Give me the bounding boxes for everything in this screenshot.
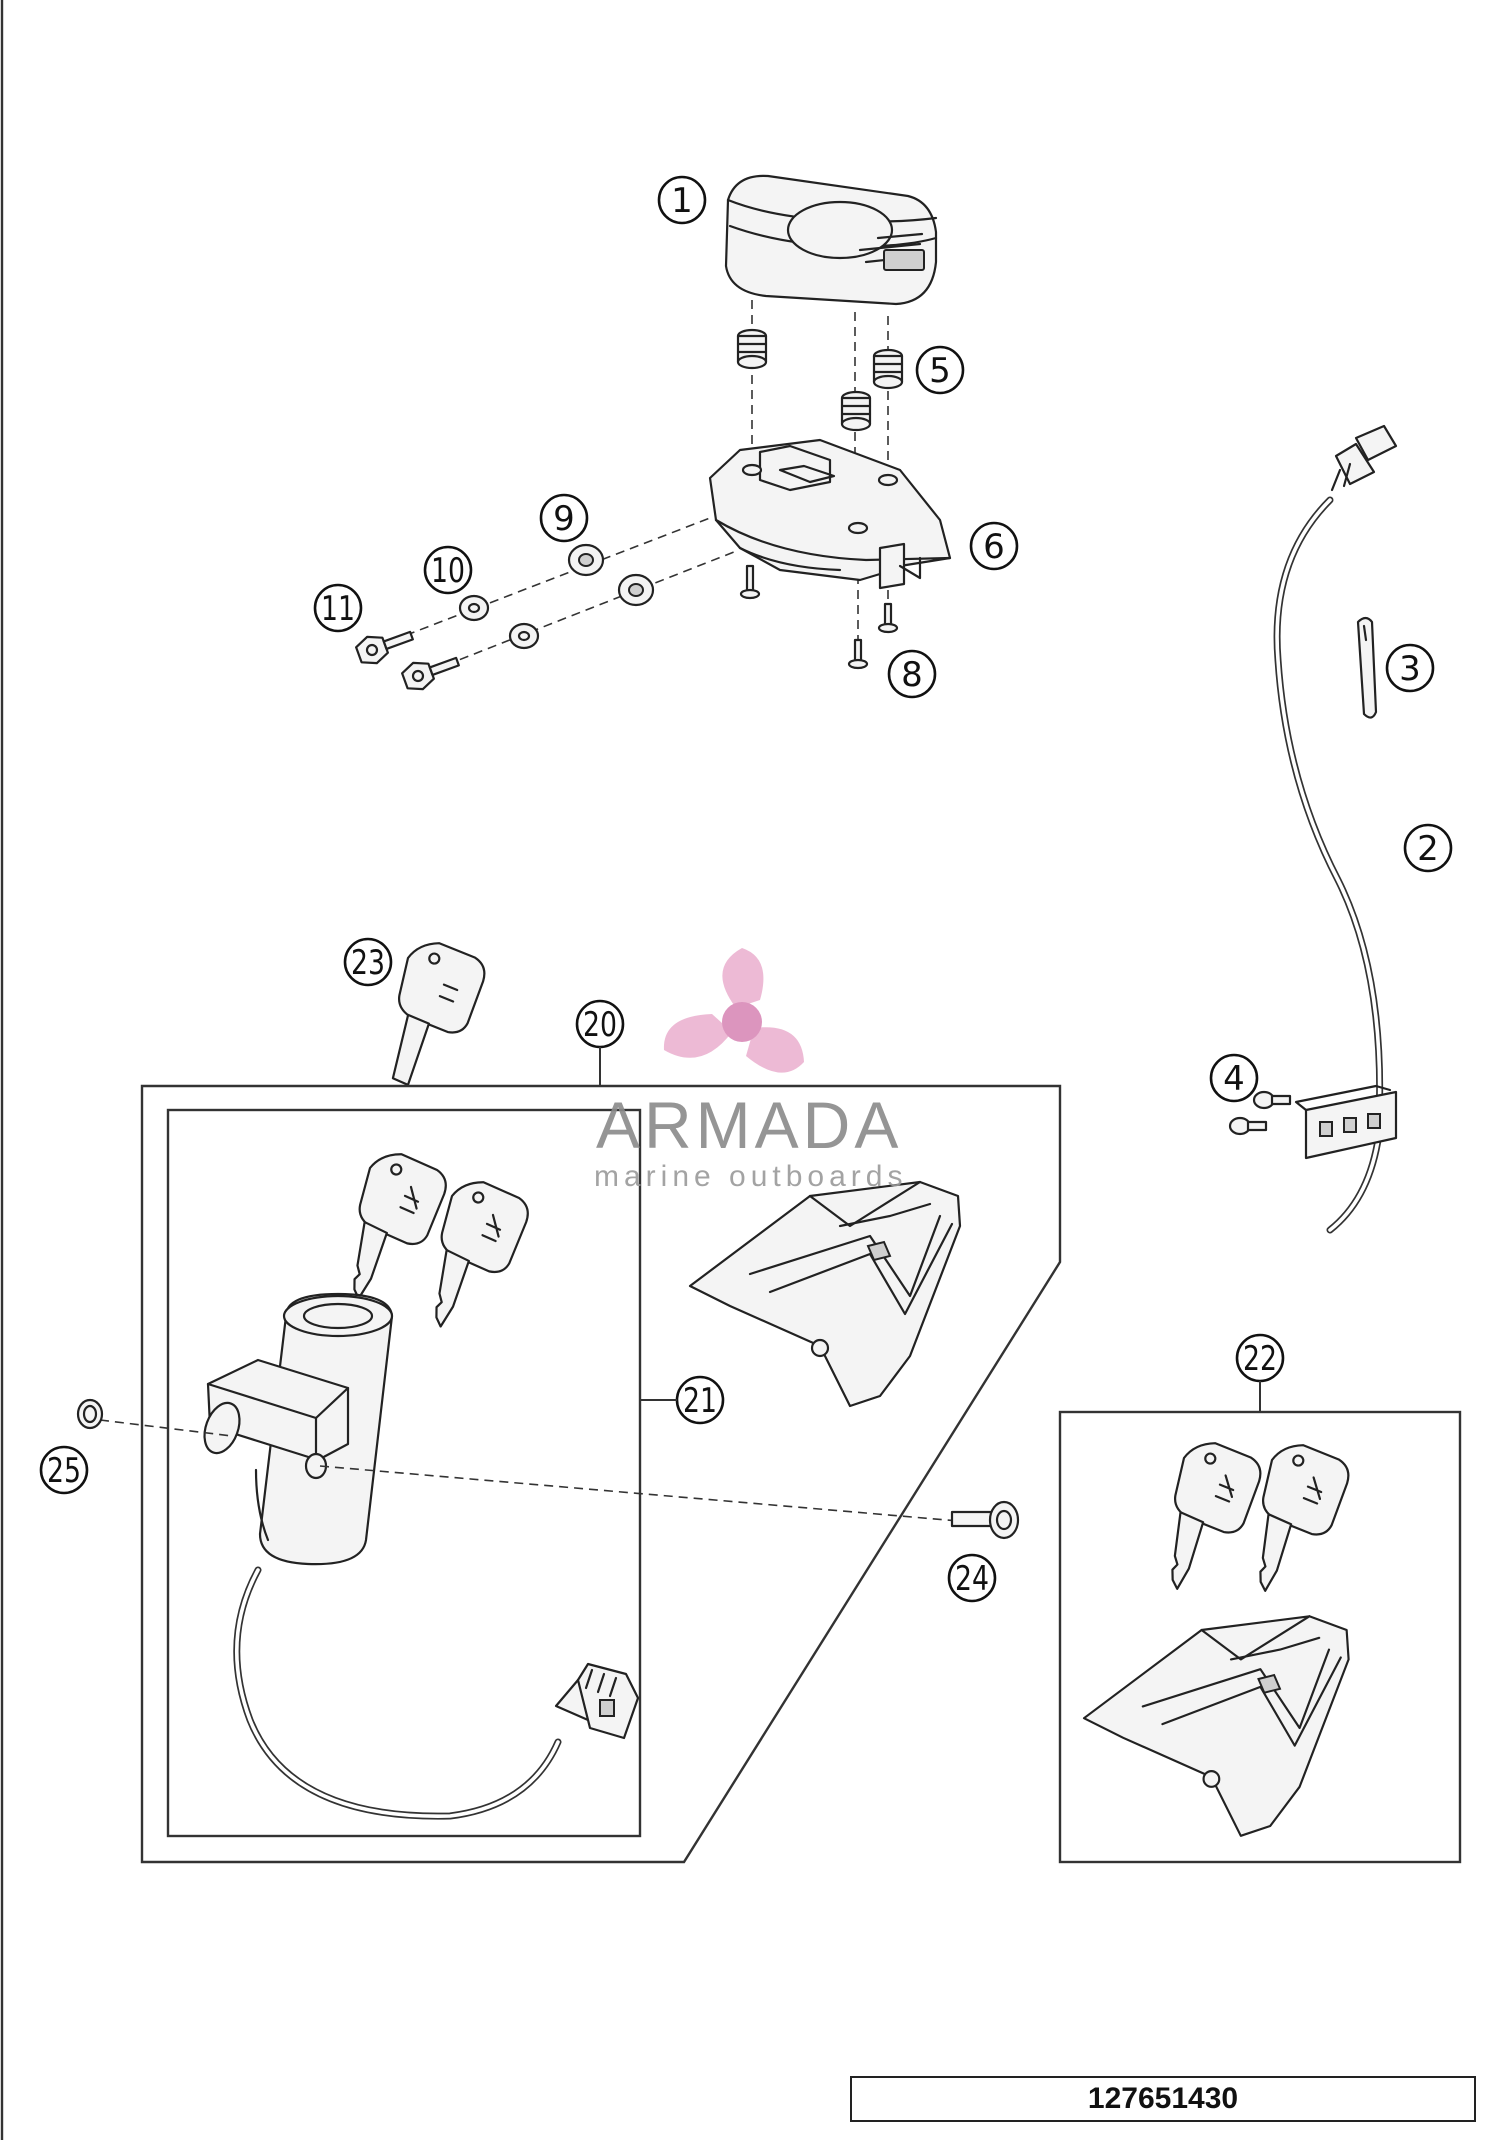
ignition-lock-wire (233, 1566, 640, 1820)
ignition-lock-cover (688, 1180, 962, 1408)
callout-6: 6 (969, 521, 1019, 571)
key-part-23 (383, 936, 490, 1096)
svg-text:25: 25 (47, 1451, 81, 1491)
propeller-logo (663, 948, 804, 1073)
svg-text:5: 5 (929, 351, 951, 391)
speedometer-holder-part-6 (708, 438, 952, 590)
rubber-bushes-part-9 (567, 543, 655, 607)
screws-part-4 (1228, 1090, 1292, 1136)
cable-clip-part-3 (1356, 616, 1378, 719)
ignition-lock-frame-21 (166, 1108, 642, 1838)
callout-23: 23 (343, 937, 393, 987)
lock-ring-part-25 (76, 1398, 104, 1430)
screws-part-8 (739, 564, 899, 670)
speedo-sensor-cable-part-2 (1273, 424, 1398, 1234)
rubber-grommets-part-5 (736, 328, 904, 432)
callout-5: 5 (915, 345, 965, 395)
svg-text:11: 11 (321, 589, 355, 629)
callout-3: 3 (1385, 643, 1435, 693)
callout-25: 25 (39, 1445, 89, 1495)
callout-9: 9 (539, 493, 589, 543)
watermark-brand: ARMADA (596, 1088, 902, 1162)
screw-part-24 (950, 1500, 1020, 1540)
cover-in-kit-22 (1082, 1615, 1350, 1837)
callout-10: 10 (423, 545, 473, 595)
speedometer-part-1 (724, 174, 938, 306)
watermark-tagline: marine outboards (594, 1160, 907, 1193)
armada-watermark: ARMADA marine outboards (594, 948, 907, 1193)
callout-4: 4 (1209, 1053, 1259, 1103)
svg-text:4: 4 (1223, 1059, 1245, 1099)
svg-text:23: 23 (351, 943, 385, 983)
washers-part-10 (458, 594, 540, 650)
svg-text:6: 6 (983, 527, 1005, 567)
mounting-guide-line (319, 1465, 971, 1523)
svg-text:21: 21 (683, 1381, 717, 1421)
svg-text:1: 1 (671, 181, 693, 221)
callout-11: 11 (313, 583, 363, 633)
mounting-guide-line (99, 1419, 233, 1437)
ignition-lock-cylinder (203, 1292, 394, 1566)
svg-text:9: 9 (553, 499, 575, 539)
screws-part-11 (355, 630, 460, 691)
svg-text:24: 24 (955, 1559, 989, 1599)
svg-text:20: 20 (583, 1005, 617, 1045)
mounting-guide-line (417, 551, 735, 677)
ignition-lock-kit-frame-20 (140, 1084, 1062, 1864)
callout-8: 8 (887, 649, 937, 699)
callout-22: 22 (1235, 1333, 1285, 1383)
svg-text:8: 8 (901, 655, 923, 695)
diagram-number-box: 127651430 (850, 2076, 1476, 2122)
svg-text:10: 10 (431, 551, 465, 591)
svg-text:3: 3 (1399, 649, 1421, 689)
callout-20: 20 (575, 999, 625, 1049)
keys-in-kit-22 (1158, 1436, 1354, 1603)
svg-text:22: 22 (1243, 1339, 1277, 1379)
svg-text:2: 2 (1417, 829, 1439, 869)
callout-21: 21 (675, 1375, 725, 1425)
callout-24: 24 (947, 1553, 997, 1603)
callout-2: 2 (1403, 823, 1453, 873)
callout-1: 1 (657, 175, 707, 225)
